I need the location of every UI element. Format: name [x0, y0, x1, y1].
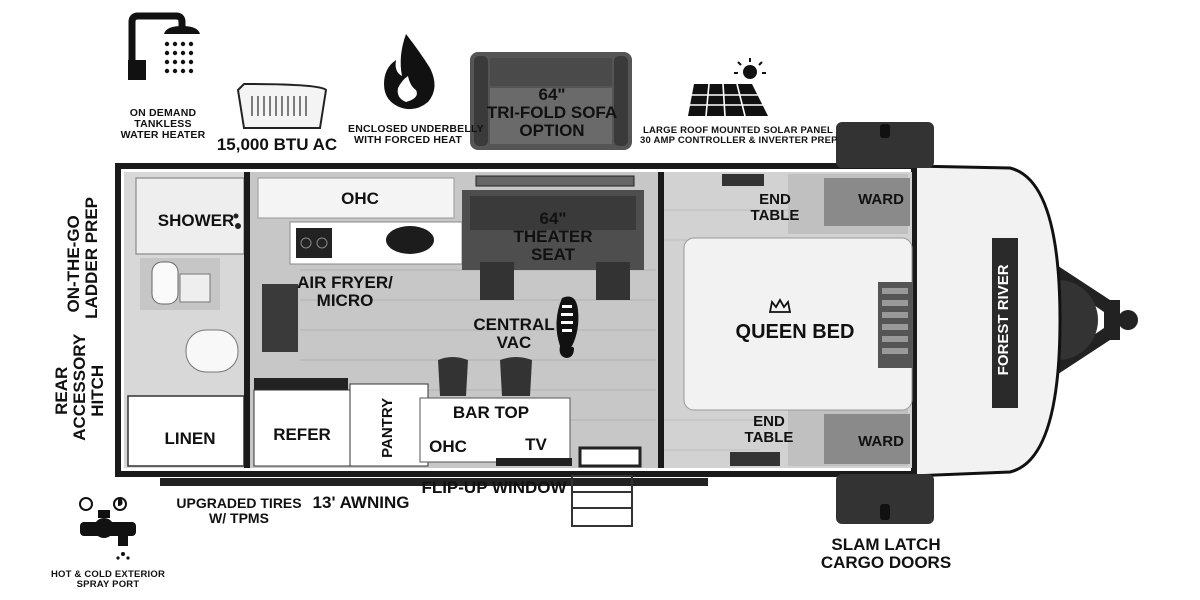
brand-logo: FOREST RIVER [995, 264, 1013, 376]
entry-steps [571, 475, 633, 527]
theater-seat-label: 64" THEATER SEAT [513, 209, 593, 264]
solar-panel-icon [688, 58, 768, 117]
queen-bed-label: QUEEN BED [735, 321, 855, 343]
sofa-option-label: 64" TRI-FOLD SOFA OPTION [486, 85, 618, 140]
solar-panel-label: LARGE ROOF MOUNTED SOLAR PANEL 30 AMP CO… [640, 125, 838, 146]
cargo-doors [836, 122, 934, 524]
bedroom [664, 172, 913, 468]
bar-top-label: BAR TOP [452, 403, 530, 422]
crown-icon [768, 298, 792, 313]
shower-label: SHOWER [157, 211, 235, 230]
central-vac-label: CENTRAL VAC [473, 315, 555, 352]
pantry-label: PANTRY [379, 397, 397, 458]
ladder-prep-label: ON-THE-GO LADDER PREP [64, 196, 101, 319]
end-table-top-label: END TABLE [750, 191, 800, 224]
tri-fold-sofa-graphic [470, 52, 632, 150]
linen-label: LINEN [164, 429, 216, 448]
spray-port-label: HOT & COLD EXTERIOR SPRAY PORT [50, 569, 166, 590]
ward-bottom-label: WARD [858, 433, 904, 450]
water-heater-label: ON DEMAND TANKLESS WATER HEATER [120, 107, 206, 142]
refer-label: REFER [273, 425, 331, 444]
living-area [250, 172, 658, 468]
shower-head-icon [128, 12, 200, 80]
accessory-hitch-label: REAR ACCESSORY HITCH [52, 333, 107, 441]
tires-label: UPGRADED TIRES W/ TPMS [176, 495, 302, 526]
end-table-bottom-label: END TABLE [744, 413, 794, 446]
ohc-top-label: OHC [341, 189, 379, 208]
shoe-print-icon [556, 296, 579, 358]
air-conditioner-icon [236, 82, 328, 129]
bathroom [124, 172, 246, 468]
underbelly-label: ENCLOSED UNDERBELLY WITH FORCED HEAT [348, 123, 484, 147]
air-fryer-label: AIR FRYER/ MICRO [297, 273, 393, 310]
tv-label: TV [525, 435, 547, 454]
ward-top-label: WARD [858, 191, 904, 208]
spray-port-icon [79, 497, 136, 560]
flame-icon [384, 34, 435, 110]
flip-up-window-label: FLIP-UP WINDOW [421, 478, 567, 497]
ohc-bottom-label: OHC [429, 437, 467, 456]
cargo-doors-label: SLAM LATCH CARGO DOORS [820, 535, 952, 572]
awning-bar [160, 478, 708, 486]
awning-label: 13' AWNING [312, 493, 410, 512]
ac-label: 15,000 BTU AC [216, 135, 338, 154]
